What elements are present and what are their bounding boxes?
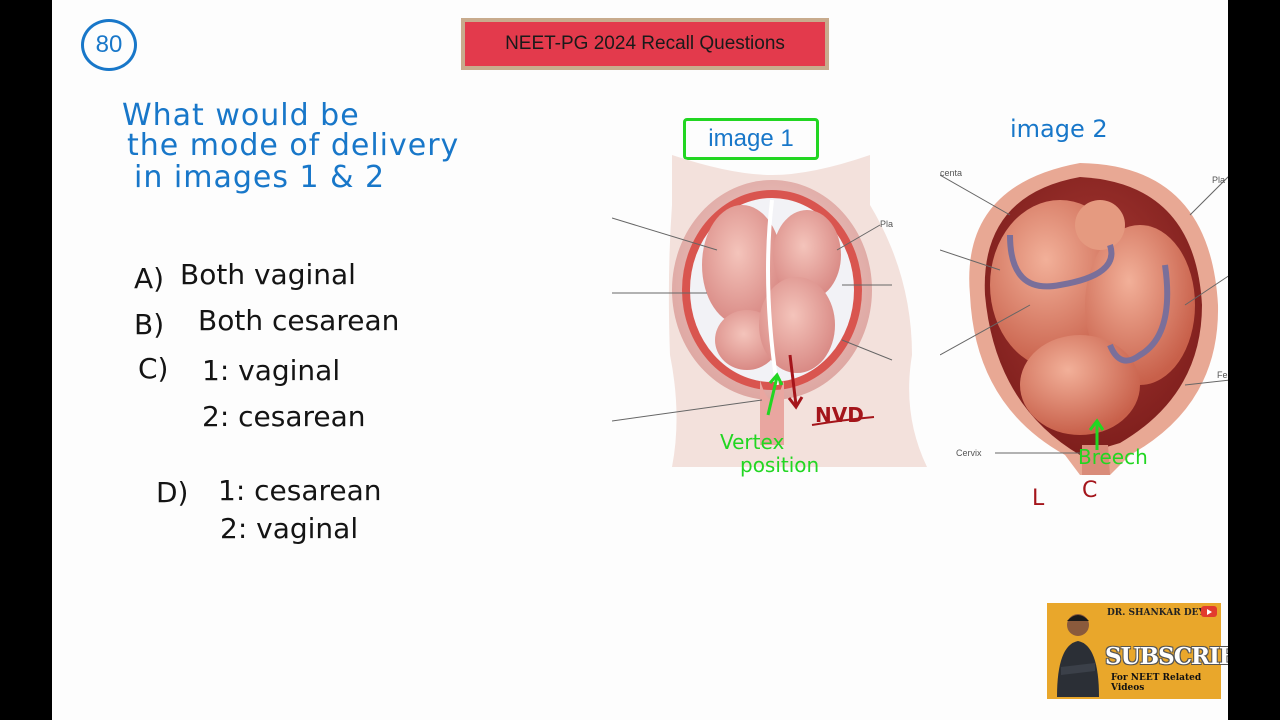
- option-a-letter: A): [134, 262, 165, 295]
- question-line-3: in images 1 & 2: [134, 160, 386, 195]
- subscribe-label[interactable]: SUBSCRIBE: [1105, 643, 1228, 670]
- image-1-twins-vertex: Pla NVD Vertex position: [611, 155, 932, 477]
- question-line-2: the mode of delivery: [127, 128, 460, 163]
- option-c-letter: C): [138, 352, 169, 385]
- whiteboard-canvas: 80 NEET-PG 2024 Recall Questions What wo…: [52, 0, 1228, 720]
- option-c-line-1: 1: vaginal: [202, 354, 341, 387]
- image-2-callout-placenta-left: centa: [940, 168, 963, 178]
- option-d-letter: D): [156, 476, 189, 509]
- sticker-tagline: For NEET Related Videos: [1111, 673, 1202, 693]
- vertex-annotation-line-1: Vertex: [720, 430, 785, 454]
- option-a-text: Both vaginal: [180, 258, 356, 291]
- title-banner-text: NEET-PG 2024 Recall Questions: [465, 22, 825, 66]
- question-number-badge: 80: [81, 19, 137, 71]
- youtube-icon: [1201, 606, 1217, 617]
- option-b-letter: B): [134, 308, 165, 341]
- image-1-label: image 1: [683, 118, 819, 160]
- option-c-line-2: 2: cesarean: [202, 400, 366, 433]
- image-2-callout-cervix: Cervix: [956, 448, 982, 458]
- nvd-annotation: NVD: [815, 403, 864, 427]
- vertex-annotation-line-2: position: [740, 453, 820, 477]
- image-2-label: image 2: [1010, 115, 1108, 143]
- lscs-annotation-c: C: [1082, 478, 1098, 503]
- option-d-line-2: 2: vaginal: [220, 512, 359, 545]
- breech-annotation: Breech: [1078, 445, 1148, 469]
- image-2-breech: centa Pla Fe Cervix Breech: [939, 155, 1228, 475]
- image-1-callout-placenta: Pla: [880, 219, 894, 229]
- option-d-line-1: 1: cesarean: [218, 474, 382, 507]
- presenter-avatar: [1057, 614, 1099, 697]
- image-1-illustration: [611, 155, 927, 467]
- option-b-text: Both cesarean: [198, 304, 400, 337]
- image-2-callout-placenta-right: Pla: [1212, 175, 1226, 185]
- subscribe-sticker[interactable]: DR. SHANKAR DEY SUBSCRIBE For NEET Relat…: [1047, 603, 1228, 699]
- image-2-illustration: [939, 163, 1228, 475]
- title-banner: NEET-PG 2024 Recall Questions: [461, 18, 829, 70]
- lscs-annotation-l: L: [1032, 486, 1045, 511]
- image-2-callout-fetus: Fe: [1217, 370, 1228, 380]
- sticker-presenter-name: DR. SHANKAR DEY: [1107, 608, 1205, 618]
- question-line-1: What would be: [122, 98, 360, 133]
